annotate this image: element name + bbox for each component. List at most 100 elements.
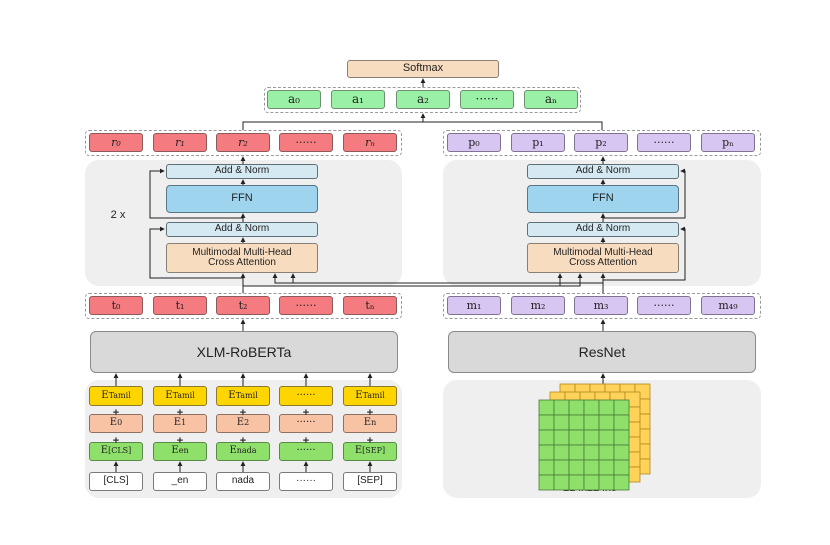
image-channel-front-cell xyxy=(583,444,600,461)
plus-sign-0-1: + xyxy=(176,407,184,419)
image-output-group xyxy=(443,130,761,156)
image-channel-front-cell xyxy=(583,399,600,416)
image-channel-front-cell xyxy=(598,474,615,491)
plus-sign-0-4: + xyxy=(366,407,374,419)
image-channel-front-cell xyxy=(598,444,615,461)
plus-sign-1-1: + xyxy=(176,435,184,447)
image-channel-front-cell xyxy=(568,429,585,446)
input-token-0: [CLS] xyxy=(89,472,143,491)
input-token-1: _en xyxy=(153,472,207,491)
plus-sign-0-3: + xyxy=(302,407,310,419)
position-embedding-base-0: E xyxy=(109,417,118,429)
image-feature-box-3: ······ xyxy=(637,296,691,315)
image-channel-front-cell xyxy=(568,414,585,431)
image-residual-mmca xyxy=(603,226,686,281)
image-channel-front-cell xyxy=(598,399,615,416)
image-channel-front-cell xyxy=(538,399,555,416)
token-embedding-sub-1: en xyxy=(178,446,189,456)
position-embedding-base-4: E xyxy=(363,417,372,429)
position-embedding-3: ······ xyxy=(279,414,333,433)
plus-sign-0-0: + xyxy=(112,407,120,419)
image-channel-front-cell xyxy=(613,414,630,431)
plus-sign-1-2: + xyxy=(239,435,247,447)
output-box-4: aₙ xyxy=(524,90,578,109)
token-embedding-sub-2: nada xyxy=(236,446,257,456)
image-output-box-3: ······ xyxy=(637,133,691,152)
language-embedding-base-1: E xyxy=(165,389,173,401)
language-embedding-sub-2: Tamil xyxy=(235,390,258,400)
text-cross-attention-line2: Cross Attention xyxy=(208,257,276,268)
image-channel-front-cell xyxy=(583,474,600,491)
token-embedding-4: E[SEP] xyxy=(343,442,397,461)
resnet-encoder: ResNet xyxy=(448,331,756,373)
text-output-box-1: r₁ xyxy=(153,133,207,152)
image-channel-front-cell xyxy=(598,414,615,431)
position-embedding-base-1: E xyxy=(173,417,182,429)
image-channel-front-cell xyxy=(553,444,570,461)
token-embedding-3: ······ xyxy=(279,442,333,461)
image-channel-front-cell xyxy=(613,399,630,416)
token-embedding-0: E[CLS] xyxy=(89,442,143,461)
output-box-0: a₀ xyxy=(267,90,321,109)
image-channel-front-cell xyxy=(538,459,555,476)
image-channel-front-cell xyxy=(598,459,615,476)
output-group xyxy=(264,87,581,113)
text-residual-ffn xyxy=(149,168,243,219)
text-add-norm-top: Add & Norm xyxy=(166,164,318,179)
image-cross-attention-line1: Multimodal Multi-Head xyxy=(553,246,653,258)
image-feature-box-1: m₂ xyxy=(511,296,565,315)
language-embedding-sub-1: Tamil xyxy=(172,390,195,400)
text-to-image-cross-1 xyxy=(243,273,563,287)
image-channel-front-cell xyxy=(613,444,630,461)
image-channel-front-cell xyxy=(568,444,585,461)
image-channel-front-cell xyxy=(568,399,585,416)
image-channel-front-cell xyxy=(583,459,600,476)
text-ffn-box: FFN xyxy=(166,185,318,213)
text-feature-box-4: tₙ xyxy=(343,296,397,315)
language-embedding-base-3: ······ xyxy=(296,389,316,401)
image-channel-front-cell xyxy=(538,414,555,431)
position-embedding-sub-1: 1 xyxy=(181,418,187,428)
plus-sign-1-3: + xyxy=(302,435,310,447)
text-residual-mmca xyxy=(149,226,243,279)
image-feature-box-4: m₄₉ xyxy=(701,296,755,315)
text-feature-box-0: t₀ xyxy=(89,296,143,315)
plus-sign-1-0: + xyxy=(112,435,120,447)
output-box-1: a₁ xyxy=(331,90,385,109)
text-to-image-cross-2 xyxy=(243,273,583,287)
image-channel-front xyxy=(538,399,630,491)
image-channel-front-cell xyxy=(553,474,570,491)
image-output-box-4: pₙ xyxy=(701,133,755,152)
position-embedding-sub-2: 2 xyxy=(244,418,250,428)
image-ffn-box: FFN xyxy=(527,185,679,213)
image-residual-ffn xyxy=(603,168,686,219)
language-embedding-sub-4: Tamil xyxy=(362,390,385,400)
position-embedding-base-3: ······ xyxy=(296,417,316,429)
token-embedding-base-1: E xyxy=(171,445,179,457)
language-embedding-base-4: E xyxy=(355,389,363,401)
image-channel-front-cell xyxy=(613,474,630,491)
image-output-box-1: p₁ xyxy=(511,133,565,152)
image-channel-front-cell xyxy=(553,399,570,416)
image-feature-box-0: m₁ xyxy=(447,296,501,315)
position-embedding-sub-0: 0 xyxy=(117,418,123,428)
image-output-box-0: p₀ xyxy=(447,133,501,152)
image-feature-group xyxy=(443,293,761,319)
image-channel-front-cell xyxy=(583,414,600,431)
image-channel-front-cell xyxy=(613,429,630,446)
image-add-norm-bottom: Add & Norm xyxy=(527,222,679,237)
image-to-text-cross-1 xyxy=(272,273,603,284)
input-token-2: nada xyxy=(216,472,270,491)
token-embedding-base-4: E xyxy=(354,445,363,457)
image-channel-front-cell xyxy=(568,459,585,476)
softmax-box: Softmax xyxy=(347,60,499,78)
image-channel-front-cell xyxy=(553,429,570,446)
text-output-box-4: rₙ xyxy=(343,133,397,152)
position-embedding-sub-4: n xyxy=(371,418,377,428)
